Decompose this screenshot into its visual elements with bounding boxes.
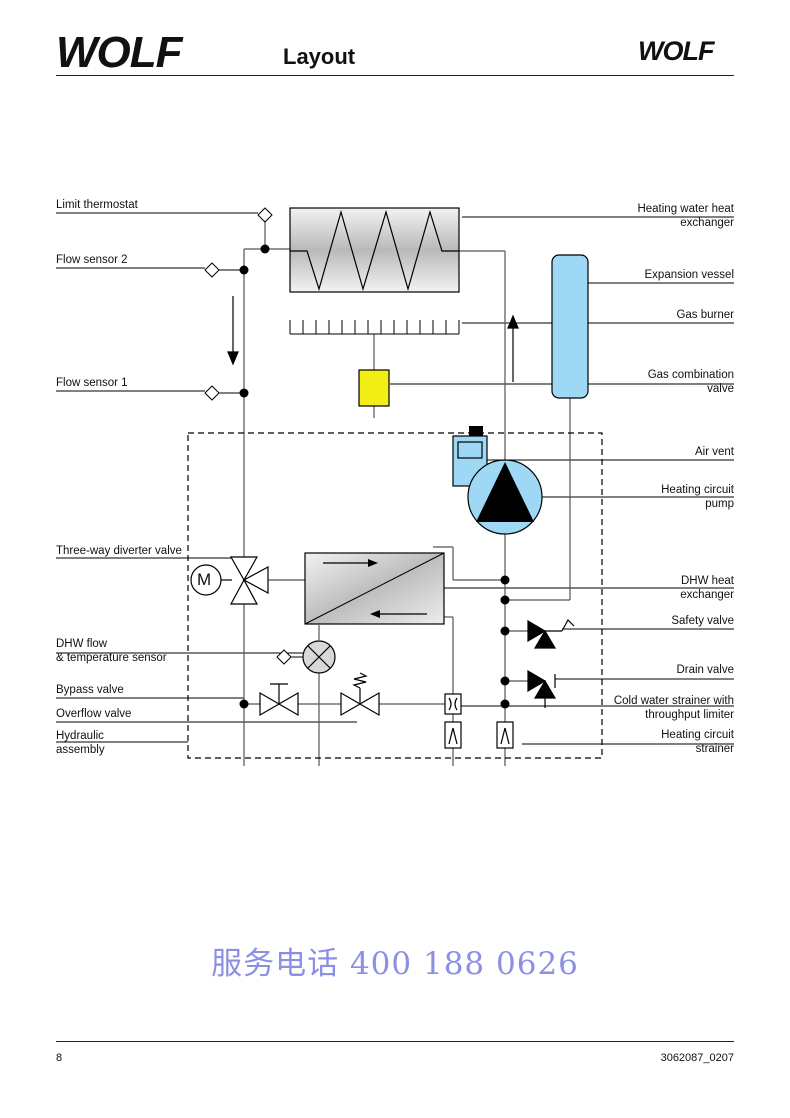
label-heating-circuit: Heating circuit (661, 484, 734, 496)
label-limit-thermostat: Limit thermostat (56, 199, 138, 211)
page-title: Layout (283, 44, 356, 69)
drain-valve-symbol (527, 669, 557, 708)
motor-symbol: M (197, 570, 212, 589)
label-cold-water-strainer: Cold water strainer with (613, 695, 734, 707)
wolf-logo-right: WOLF (638, 36, 714, 66)
heating-water-heat-exchanger (289, 207, 460, 293)
page-number: 8 (56, 1052, 63, 1064)
label-dhw-flow: DHW flow (56, 638, 108, 650)
flow-arrow-up (507, 314, 519, 382)
overflow-valve-symbol (340, 672, 380, 717)
label-overflow-valve: Overflow valve (56, 708, 132, 720)
label-three-way-diverter-valve: Three-way diverter valve (56, 545, 182, 557)
dhw-sensor-diamond (276, 649, 292, 665)
label-dhw-exchanger: exchanger (680, 589, 734, 601)
label-air-vent: Air vent (695, 446, 734, 458)
cold-water-strainer-symbol (444, 693, 462, 749)
label-safety-valve: Safety valve (671, 615, 734, 627)
label-hydraulic: Hydraulic (56, 730, 104, 742)
label-expansion-vessel: Expansion vessel (644, 269, 735, 281)
heating-circuit-strainer-symbol (496, 721, 514, 749)
heating-circuit-pump-symbol (467, 459, 543, 535)
flow-sensor-2-symbol (204, 262, 220, 278)
label-throughput-limiter: throughput limiter (645, 709, 734, 721)
footer-rule (56, 1041, 734, 1042)
wolf-logo-left: WOLF (56, 28, 183, 77)
hydraulic-assembly-box (187, 432, 603, 759)
flow-arrow-down (227, 296, 239, 366)
label-flow-sensor-2: Flow sensor 2 (56, 254, 128, 266)
dhw-heat-exchanger-symbol (304, 552, 445, 625)
label-gas-valve: valve (707, 383, 734, 395)
label-drain-valve: Drain valve (676, 664, 734, 676)
label-strainer: strainer (695, 743, 734, 755)
header-rule (56, 75, 734, 76)
dhw-flow-sensor-symbol (302, 640, 336, 674)
label-heating-water-heat: Heating water heat (637, 203, 734, 215)
three-way-diverter-symbol (190, 556, 269, 605)
label-temperature-sensor: & temperature sensor (56, 652, 167, 664)
watermark-phone-number: 服务电话 400 188 0626 (211, 946, 579, 982)
label-heating-circuit-strainer: Heating circuit (661, 729, 734, 741)
label-assembly: assembly (56, 744, 105, 756)
label-flow-sensor-1: Flow sensor 1 (56, 377, 128, 389)
label-heating-exchanger: exchanger (680, 217, 734, 229)
expansion-vessel-symbol (551, 254, 589, 399)
label-dhw-heat: DHW heat (680, 575, 734, 587)
gas-combination-valve-symbol (358, 369, 390, 407)
label-pump: pump (705, 498, 734, 510)
bypass-valve-symbol (259, 683, 299, 717)
limit-thermostat-symbol (257, 207, 273, 223)
label-gas-burner: Gas burner (676, 309, 734, 321)
flow-sensor-1-symbol (204, 385, 220, 401)
safety-valve-symbol (527, 619, 575, 649)
junction-dots (239, 244, 510, 709)
document-number: 3062087_0207 (660, 1052, 734, 1064)
label-bypass-valve: Bypass valve (56, 684, 124, 696)
gas-burner-symbol (289, 320, 460, 335)
label-gas-combination: Gas combination (647, 369, 734, 381)
